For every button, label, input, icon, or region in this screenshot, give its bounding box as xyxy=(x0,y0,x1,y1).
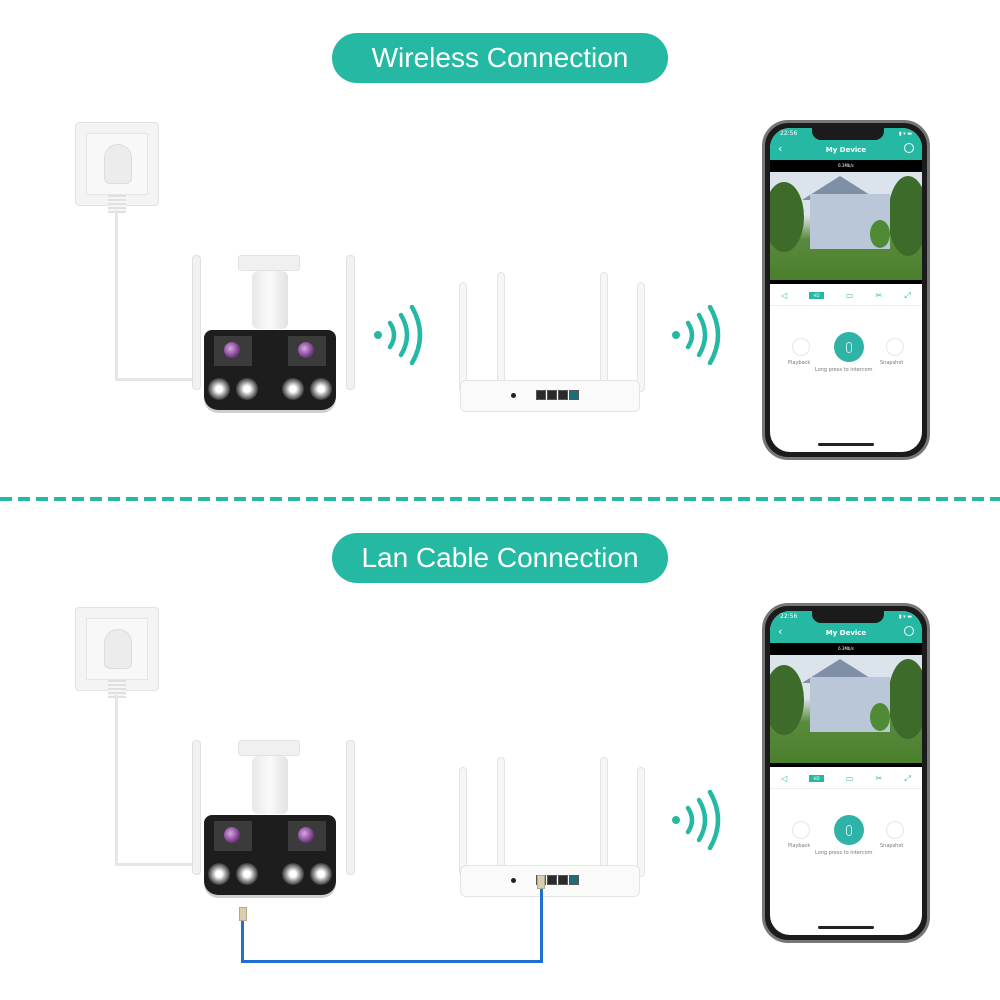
wifi-waves-icon xyxy=(670,304,726,366)
router-icon xyxy=(445,755,655,905)
lan-cable xyxy=(241,921,244,963)
live-video xyxy=(770,655,922,767)
dual-lens-camera-icon xyxy=(190,740,360,910)
speaker-icon[interactable]: ◁ xyxy=(781,291,788,300)
power-cord xyxy=(115,378,195,381)
lan-cable xyxy=(241,960,543,963)
wireless-diagram: 22:56 ▮ ▾ ▬ ‹ My Device 6.3Mb/s ◁ HD xyxy=(0,100,1000,540)
playback-label: Playback xyxy=(788,360,811,366)
wifi-waves-icon xyxy=(670,789,726,851)
clip-icon[interactable]: ✂ xyxy=(875,291,883,300)
power-cord xyxy=(115,863,195,866)
settings-icon[interactable] xyxy=(904,626,914,636)
status-time: 22:56 xyxy=(780,613,798,620)
fullscreen-icon[interactable]: ⤢ xyxy=(904,773,911,783)
status-icons: ▮ ▾ ▬ xyxy=(898,131,912,137)
wifi-waves-icon xyxy=(372,304,428,366)
playback-button[interactable] xyxy=(792,821,810,839)
home-indicator xyxy=(818,443,874,446)
clip-icon[interactable]: ✂ xyxy=(875,774,883,783)
snapshot-button[interactable] xyxy=(886,338,904,356)
speed-indicator: 6.3Mb/s xyxy=(770,160,922,172)
back-icon[interactable]: ‹ xyxy=(778,142,783,155)
split-view-icon[interactable]: ▭ xyxy=(845,774,854,783)
microphone-icon xyxy=(846,824,852,836)
wireless-connection-heading: Wireless Connection xyxy=(332,33,668,83)
hd-toggle[interactable]: HD xyxy=(809,292,824,299)
playback-label: Playback xyxy=(788,843,811,849)
router-icon xyxy=(445,270,655,420)
dual-lens-camera-icon xyxy=(190,255,360,425)
snapshot-label: Snapshot xyxy=(880,360,904,366)
microphone-icon xyxy=(846,341,852,353)
rj45-connector xyxy=(537,875,545,889)
lan-connection-heading: Lan Cable Connection xyxy=(332,533,668,583)
power-socket-icon xyxy=(75,607,159,698)
video-controls: ◁ HD ▭ ✂ ⤢ xyxy=(770,286,922,306)
speed-indicator: 6.3Mb/s xyxy=(770,643,922,655)
power-socket-icon xyxy=(75,122,159,213)
home-indicator xyxy=(818,926,874,929)
lan-diagram: 22:56 ▮ ▾ ▬ ‹ My Device 6.3Mb/s ◁ HD xyxy=(0,585,1000,1000)
snapshot-label: Snapshot xyxy=(880,843,904,849)
intercom-mic-button[interactable] xyxy=(834,815,864,845)
section-divider xyxy=(0,497,1000,501)
video-controls: ◁ HD ▭ ✂ ⤢ xyxy=(770,769,922,789)
smartphone-icon: 22:56 ▮ ▾ ▬ ‹ My Device 6.3Mb/s ◁ HD xyxy=(762,120,930,460)
fullscreen-icon[interactable]: ⤢ xyxy=(904,290,911,300)
power-cord xyxy=(115,210,118,380)
intercom-hint: Long press to intercom xyxy=(815,367,873,373)
status-time: 22:56 xyxy=(780,130,798,137)
status-icons: ▮ ▾ ▬ xyxy=(898,614,912,620)
snapshot-button[interactable] xyxy=(886,821,904,839)
smartphone-icon: 22:56 ▮ ▾ ▬ ‹ My Device 6.3Mb/s ◁ HD xyxy=(762,603,930,943)
power-cord xyxy=(115,695,118,865)
app-title: My Device xyxy=(825,629,867,637)
settings-icon[interactable] xyxy=(904,143,914,153)
back-icon[interactable]: ‹ xyxy=(778,625,783,638)
intercom-mic-button[interactable] xyxy=(834,332,864,362)
live-video xyxy=(770,172,922,284)
hd-toggle[interactable]: HD xyxy=(809,775,824,782)
playback-button[interactable] xyxy=(792,338,810,356)
speaker-icon[interactable]: ◁ xyxy=(781,774,788,783)
app-title: My Device xyxy=(825,146,867,154)
lan-cable xyxy=(540,887,543,963)
split-view-icon[interactable]: ▭ xyxy=(845,291,854,300)
intercom-hint: Long press to intercom xyxy=(815,850,873,856)
rj45-connector xyxy=(239,907,247,921)
